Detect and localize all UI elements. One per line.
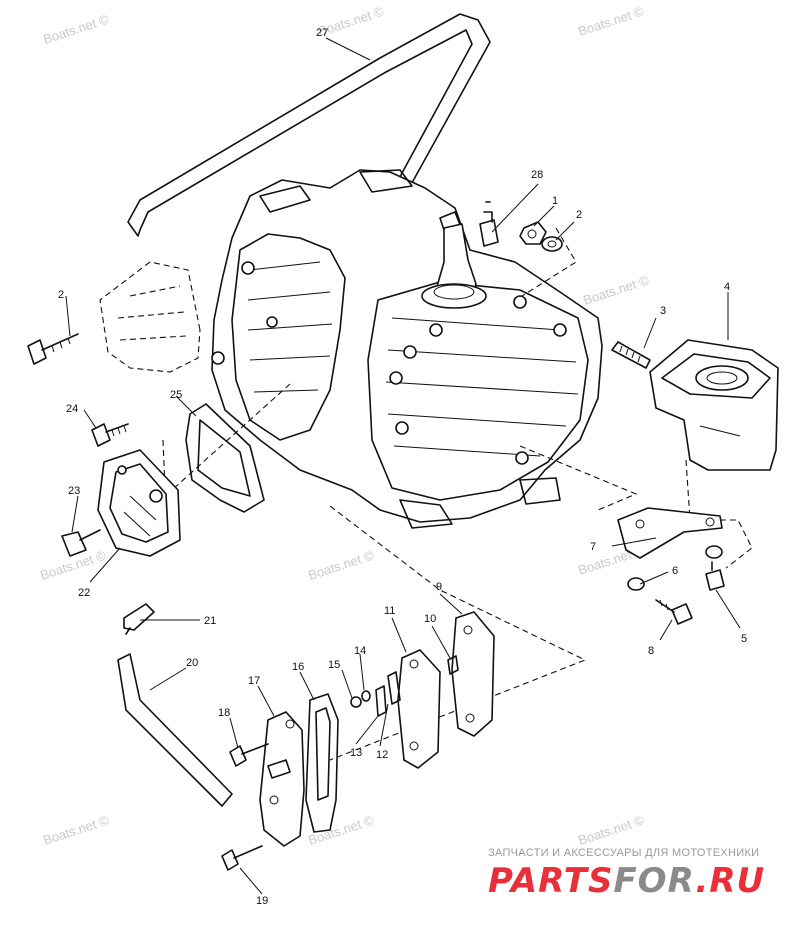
- callout-16: 16: [292, 661, 304, 673]
- callout-21: 21: [204, 615, 216, 627]
- cover-22: [97, 449, 181, 557]
- callout-7: 7: [590, 541, 596, 553]
- bracket-7: [617, 507, 723, 559]
- plate-17: [259, 711, 305, 847]
- callout-15: 15: [328, 659, 340, 671]
- callout-24: 24: [66, 403, 78, 415]
- callout-4: 4: [724, 281, 730, 293]
- callout-27: 27: [316, 27, 328, 39]
- spring-10: [447, 655, 459, 675]
- fitting-28: [479, 201, 499, 247]
- leader-lines: [65, 37, 741, 895]
- callout-labels: 27 28 1 2 3 4 5 6 7 8 9 10 11 12 13 14 1…: [58, 27, 747, 907]
- callout-20: 20: [186, 657, 198, 669]
- callout-13: 13: [350, 747, 362, 759]
- branding-tagline: ЗАПЧАСТИ И АКСЕССУАРЫ ДЛЯ МОТОТЕХНИКИ: [488, 847, 759, 859]
- washer-2: [541, 236, 563, 252]
- callout-12: 12: [376, 749, 388, 761]
- nut-1: [519, 221, 547, 245]
- assembly-lines: [99, 227, 753, 761]
- washer-6: [627, 545, 723, 591]
- callout-6: 6: [672, 565, 678, 577]
- cylinder-block: [211, 169, 603, 529]
- reed-block-11: [397, 649, 441, 769]
- elbow-fitting-23: [61, 529, 101, 557]
- reed-stop-13: [375, 685, 387, 717]
- logo-parts: PARTS: [488, 861, 613, 901]
- logo-ru: .RU: [695, 861, 765, 901]
- branding-logo: PARTSFOR.RU: [488, 861, 765, 901]
- washer-14: [361, 690, 371, 702]
- callout-28: 28: [531, 169, 543, 181]
- callout-8: 8: [648, 645, 654, 657]
- watermark: Boats.net ©: [41, 812, 111, 847]
- screw-18: [229, 743, 269, 767]
- callout-26: 2: [58, 289, 64, 301]
- screw-15: [350, 696, 362, 708]
- elbow-fitting-21: [123, 603, 155, 635]
- hose-20: [117, 653, 233, 807]
- callout-11: 11: [384, 605, 395, 617]
- callout-10: 10: [424, 613, 436, 625]
- callout-1: 1: [552, 195, 558, 207]
- callout-22: 22: [78, 587, 90, 599]
- branding: ЗАПЧАСТИ И АКСЕССУАРЫ ДЛЯ МОТОТЕХНИКИ PA…: [488, 847, 765, 901]
- reed-16: [305, 693, 339, 833]
- watermark: Boats.net ©: [576, 812, 646, 847]
- callout-25: 25: [170, 389, 182, 401]
- fitting-26: [27, 333, 79, 365]
- callout-17: 17: [248, 675, 260, 687]
- screw-19: [221, 845, 263, 871]
- plate-9: [451, 611, 495, 737]
- watermark: Boats.net ©: [306, 812, 376, 847]
- bolt-5: [705, 561, 725, 591]
- callout-9: 9: [436, 581, 442, 593]
- reed-petal-12: [387, 671, 401, 705]
- watermark: Boats.net ©: [581, 272, 651, 307]
- watermark: Boats.net ©: [576, 3, 646, 38]
- watermark: Boats.net ©: [306, 547, 376, 582]
- callout-5: 5: [741, 633, 747, 645]
- mount-bracket-4: [649, 339, 779, 471]
- logo-for: FOR: [613, 861, 695, 901]
- callout-2: 2: [576, 209, 582, 221]
- callout-18: 18: [218, 707, 230, 719]
- gasket-25: [185, 403, 265, 513]
- callout-19: 19: [256, 895, 268, 907]
- watermark: Boats.net ©: [41, 11, 111, 46]
- callout-3: 3: [660, 305, 666, 317]
- stud-3: [611, 341, 651, 369]
- bolt-8: [655, 599, 693, 625]
- bolt-24: [91, 423, 129, 447]
- callout-23: 23: [68, 485, 80, 497]
- callout-14: 14: [354, 645, 366, 657]
